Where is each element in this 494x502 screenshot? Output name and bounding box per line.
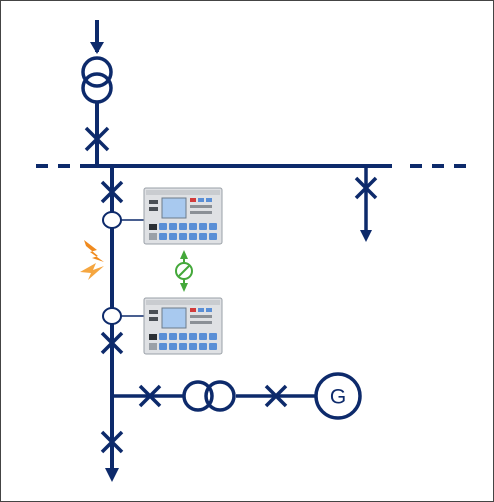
circuit-breaker-icon: [354, 176, 378, 200]
incoming-feeder: [90, 20, 104, 54]
current-transformer-icon: [102, 307, 146, 325]
circuit-breaker-icon: [100, 331, 124, 355]
generator-label: G: [330, 386, 346, 409]
circuit-breaker-icon: [100, 180, 124, 204]
power-transformer-icon: [81, 56, 113, 104]
circuit-breaker-icon: [264, 384, 288, 408]
communication-link-icon: [175, 250, 193, 292]
circuit-breaker-icon: [138, 384, 162, 408]
protection-relay-icon: [143, 297, 223, 355]
circuit-breaker-icon: [84, 126, 110, 152]
outgoing-feeder-right: [360, 166, 372, 242]
generator-icon: G: [314, 372, 362, 420]
fault-flash-icon: [80, 240, 104, 280]
circuit-breaker-icon: [100, 430, 124, 454]
protection-relay-icon: [143, 187, 223, 245]
current-transformer-icon: [102, 211, 146, 229]
power-transformer-icon: [182, 380, 236, 412]
